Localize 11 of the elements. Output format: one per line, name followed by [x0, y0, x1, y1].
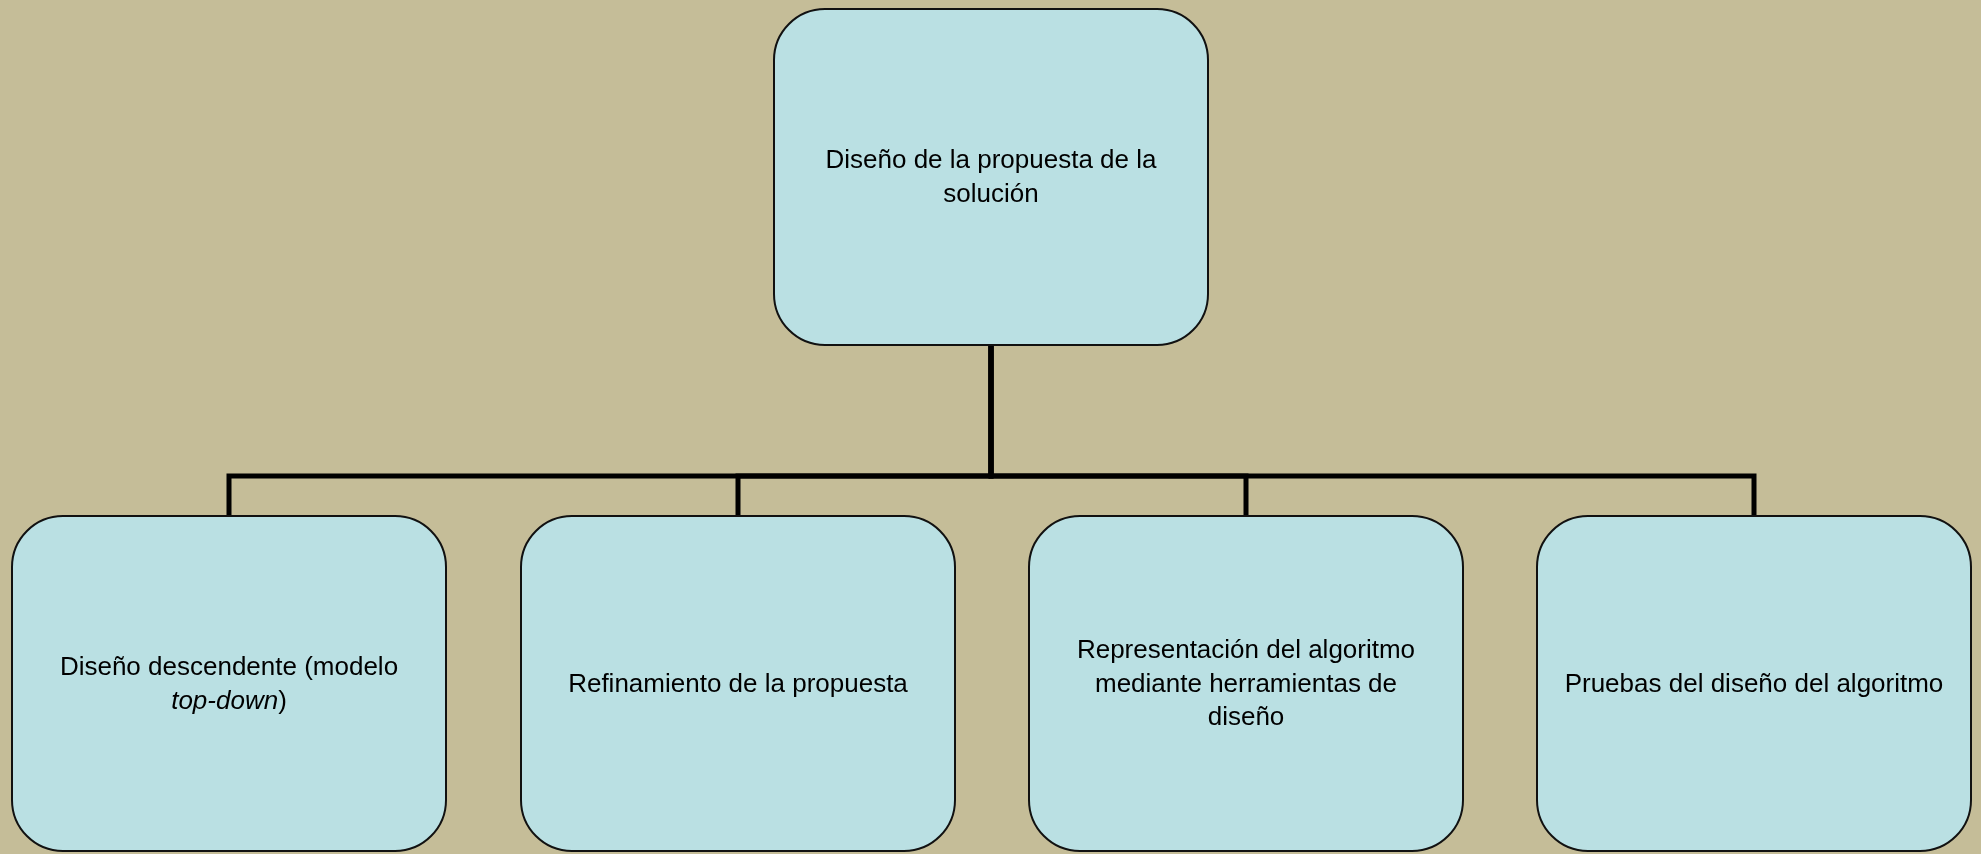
rounded-box [1536, 515, 1972, 852]
rounded-box [520, 515, 956, 852]
box-label: Refinamiento de la propuesta [568, 666, 908, 700]
connector-line [988, 346, 1757, 515]
box-label: Representación del algoritmo mediante herramientas de diseño [1075, 632, 1417, 734]
rounded-box [1028, 515, 1464, 852]
box-label: Diseño descendente (modelo top-down) [58, 649, 400, 717]
box-label: Pruebas del diseño del algoritmo [1564, 666, 1944, 700]
rounded-box [11, 515, 447, 852]
box-label: Diseño de la propuesta de la solución [824, 143, 1158, 210]
rounded-box [773, 8, 1209, 346]
